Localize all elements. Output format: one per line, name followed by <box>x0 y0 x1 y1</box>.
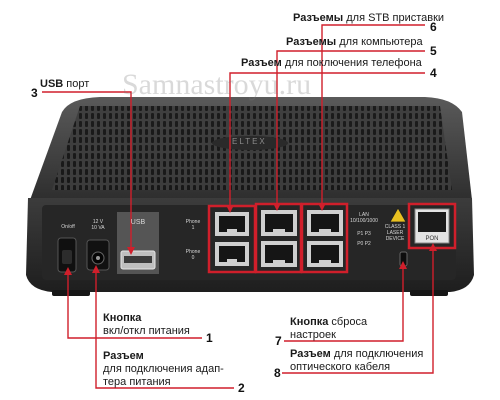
brand-plate <box>212 136 288 150</box>
phone-jack-1 <box>215 212 249 236</box>
callout-line-8 <box>282 248 434 374</box>
callout-2-label: Разъем для подключения адап- тера питани… <box>103 350 224 388</box>
watermark: Samnastroyu.ru <box>122 68 312 101</box>
callout-line-3 <box>42 91 132 250</box>
callout-line-2 <box>95 270 234 389</box>
callout-8-label: Разъем для подключения оптического кабел… <box>290 348 424 373</box>
callout-7-number: 7 <box>275 334 282 348</box>
pon-label: PON <box>425 236 439 242</box>
laser-warning-icon <box>389 207 407 223</box>
callout-1-label: Кнопка вкл/откл питания <box>103 312 190 337</box>
callout-3-label: USB порт <box>40 78 90 90</box>
callout-6-number: 6 <box>430 20 437 34</box>
callout-4-number: 4 <box>430 66 437 80</box>
callout-7-label: Кнопка сброса настроек <box>290 316 368 341</box>
callout-lines <box>42 24 434 389</box>
brand-logo: ELTEX <box>232 137 267 146</box>
usb-label: USB <box>130 219 146 226</box>
callout-line-5 <box>276 50 425 206</box>
callout-arrowheads <box>64 203 437 275</box>
lan-port-p3 <box>307 210 343 236</box>
callout-5-label: Разъемы для компьютера <box>286 36 423 48</box>
lan-port-p2 <box>307 241 343 267</box>
callout-6-label: Разъемы для STB приставки <box>293 12 445 24</box>
callout-line-1 <box>67 272 202 339</box>
phone-jack-0 <box>215 242 249 266</box>
callout-line-6 <box>321 24 425 206</box>
callout-2-number: 2 <box>238 381 245 395</box>
onoff-label: On/off <box>61 224 75 230</box>
callout-4-label: Разъем для поключения телефона <box>241 57 422 69</box>
callout-line-7 <box>284 266 404 342</box>
callout-3-number: 3 <box>31 86 38 100</box>
callout-8-number: 8 <box>274 366 281 380</box>
lan-port-p1 <box>261 210 297 236</box>
callout-1-number: 1 <box>206 331 213 345</box>
callout-line-4 <box>229 72 425 208</box>
lan-port-p0 <box>261 241 297 267</box>
callout-5-number: 5 <box>430 44 437 58</box>
